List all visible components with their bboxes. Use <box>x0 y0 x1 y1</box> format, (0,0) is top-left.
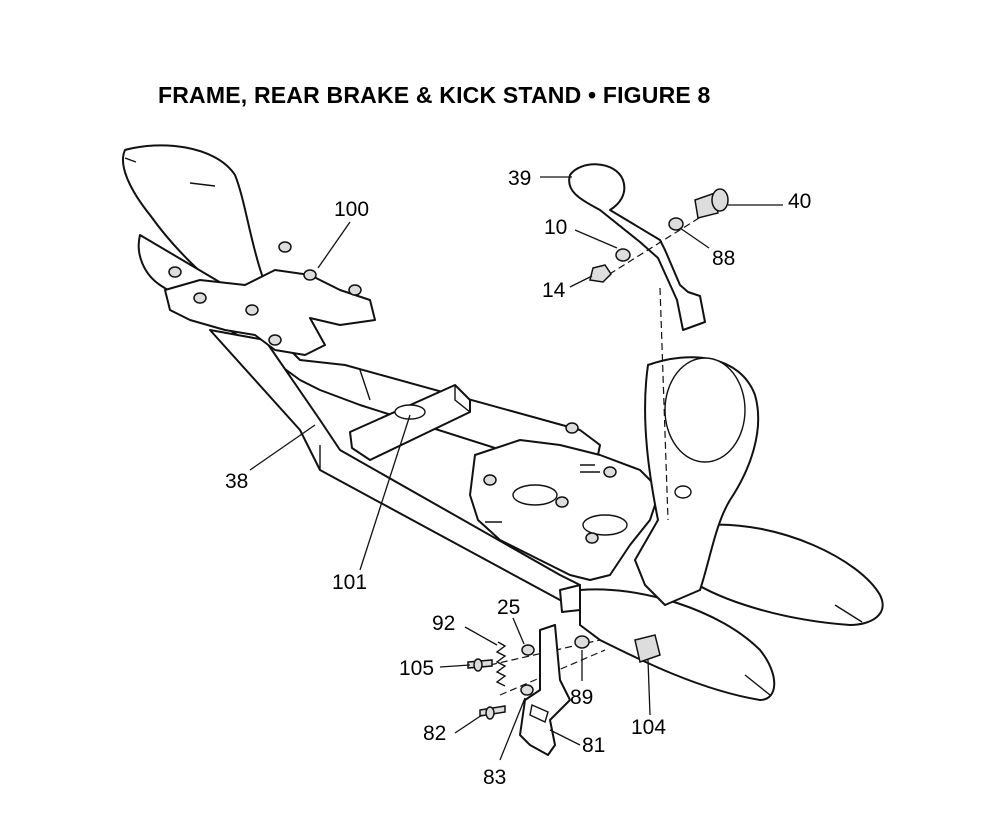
washer-10 <box>615 248 631 262</box>
mount-washers <box>168 241 617 544</box>
callout-92: 92 <box>432 612 455 635</box>
washer-88 <box>668 217 684 231</box>
callout-40: 40 <box>788 190 811 213</box>
frame-rails <box>137 234 601 613</box>
kickstand-81 <box>519 624 571 756</box>
bolt-82 <box>479 705 506 720</box>
pedal-drop-line <box>659 287 669 521</box>
figure-title: FRAME, REAR BRAKE & KICK STAND • FIGURE … <box>158 82 711 108</box>
nut-14 <box>589 264 612 283</box>
brake-disc-bracket <box>634 356 760 606</box>
nut-83 <box>520 684 534 696</box>
callout-83: 83 <box>483 766 506 789</box>
callout-105: 105 <box>399 657 434 680</box>
cross-tube <box>349 384 471 461</box>
callout-89: 89 <box>570 686 593 709</box>
callout-25: 25 <box>497 596 520 619</box>
callout-101: 101 <box>332 571 367 594</box>
callout-38: 38 <box>225 470 248 493</box>
bumper-104 <box>634 634 661 663</box>
leader-lines <box>249 176 783 761</box>
pedal-pivot-line <box>599 207 716 281</box>
nut-25 <box>521 644 535 656</box>
callout-82: 82 <box>423 722 446 745</box>
callout-88: 88 <box>712 247 735 270</box>
bolt-40 <box>694 188 729 219</box>
bolt-105 <box>467 658 493 672</box>
spring-92 <box>495 641 507 687</box>
callout-100: 100 <box>334 198 369 221</box>
callout-104: 104 <box>631 716 666 739</box>
callout-14: 14 <box>542 279 566 302</box>
callout-10: 10 <box>544 216 567 239</box>
rear-fin-plate-right <box>689 523 884 626</box>
callout-39: 39 <box>508 167 531 190</box>
callout-81: 81 <box>582 734 605 757</box>
brake-pedal <box>568 163 706 331</box>
washer-89 <box>574 635 590 649</box>
front-bracket-plate <box>164 269 376 356</box>
